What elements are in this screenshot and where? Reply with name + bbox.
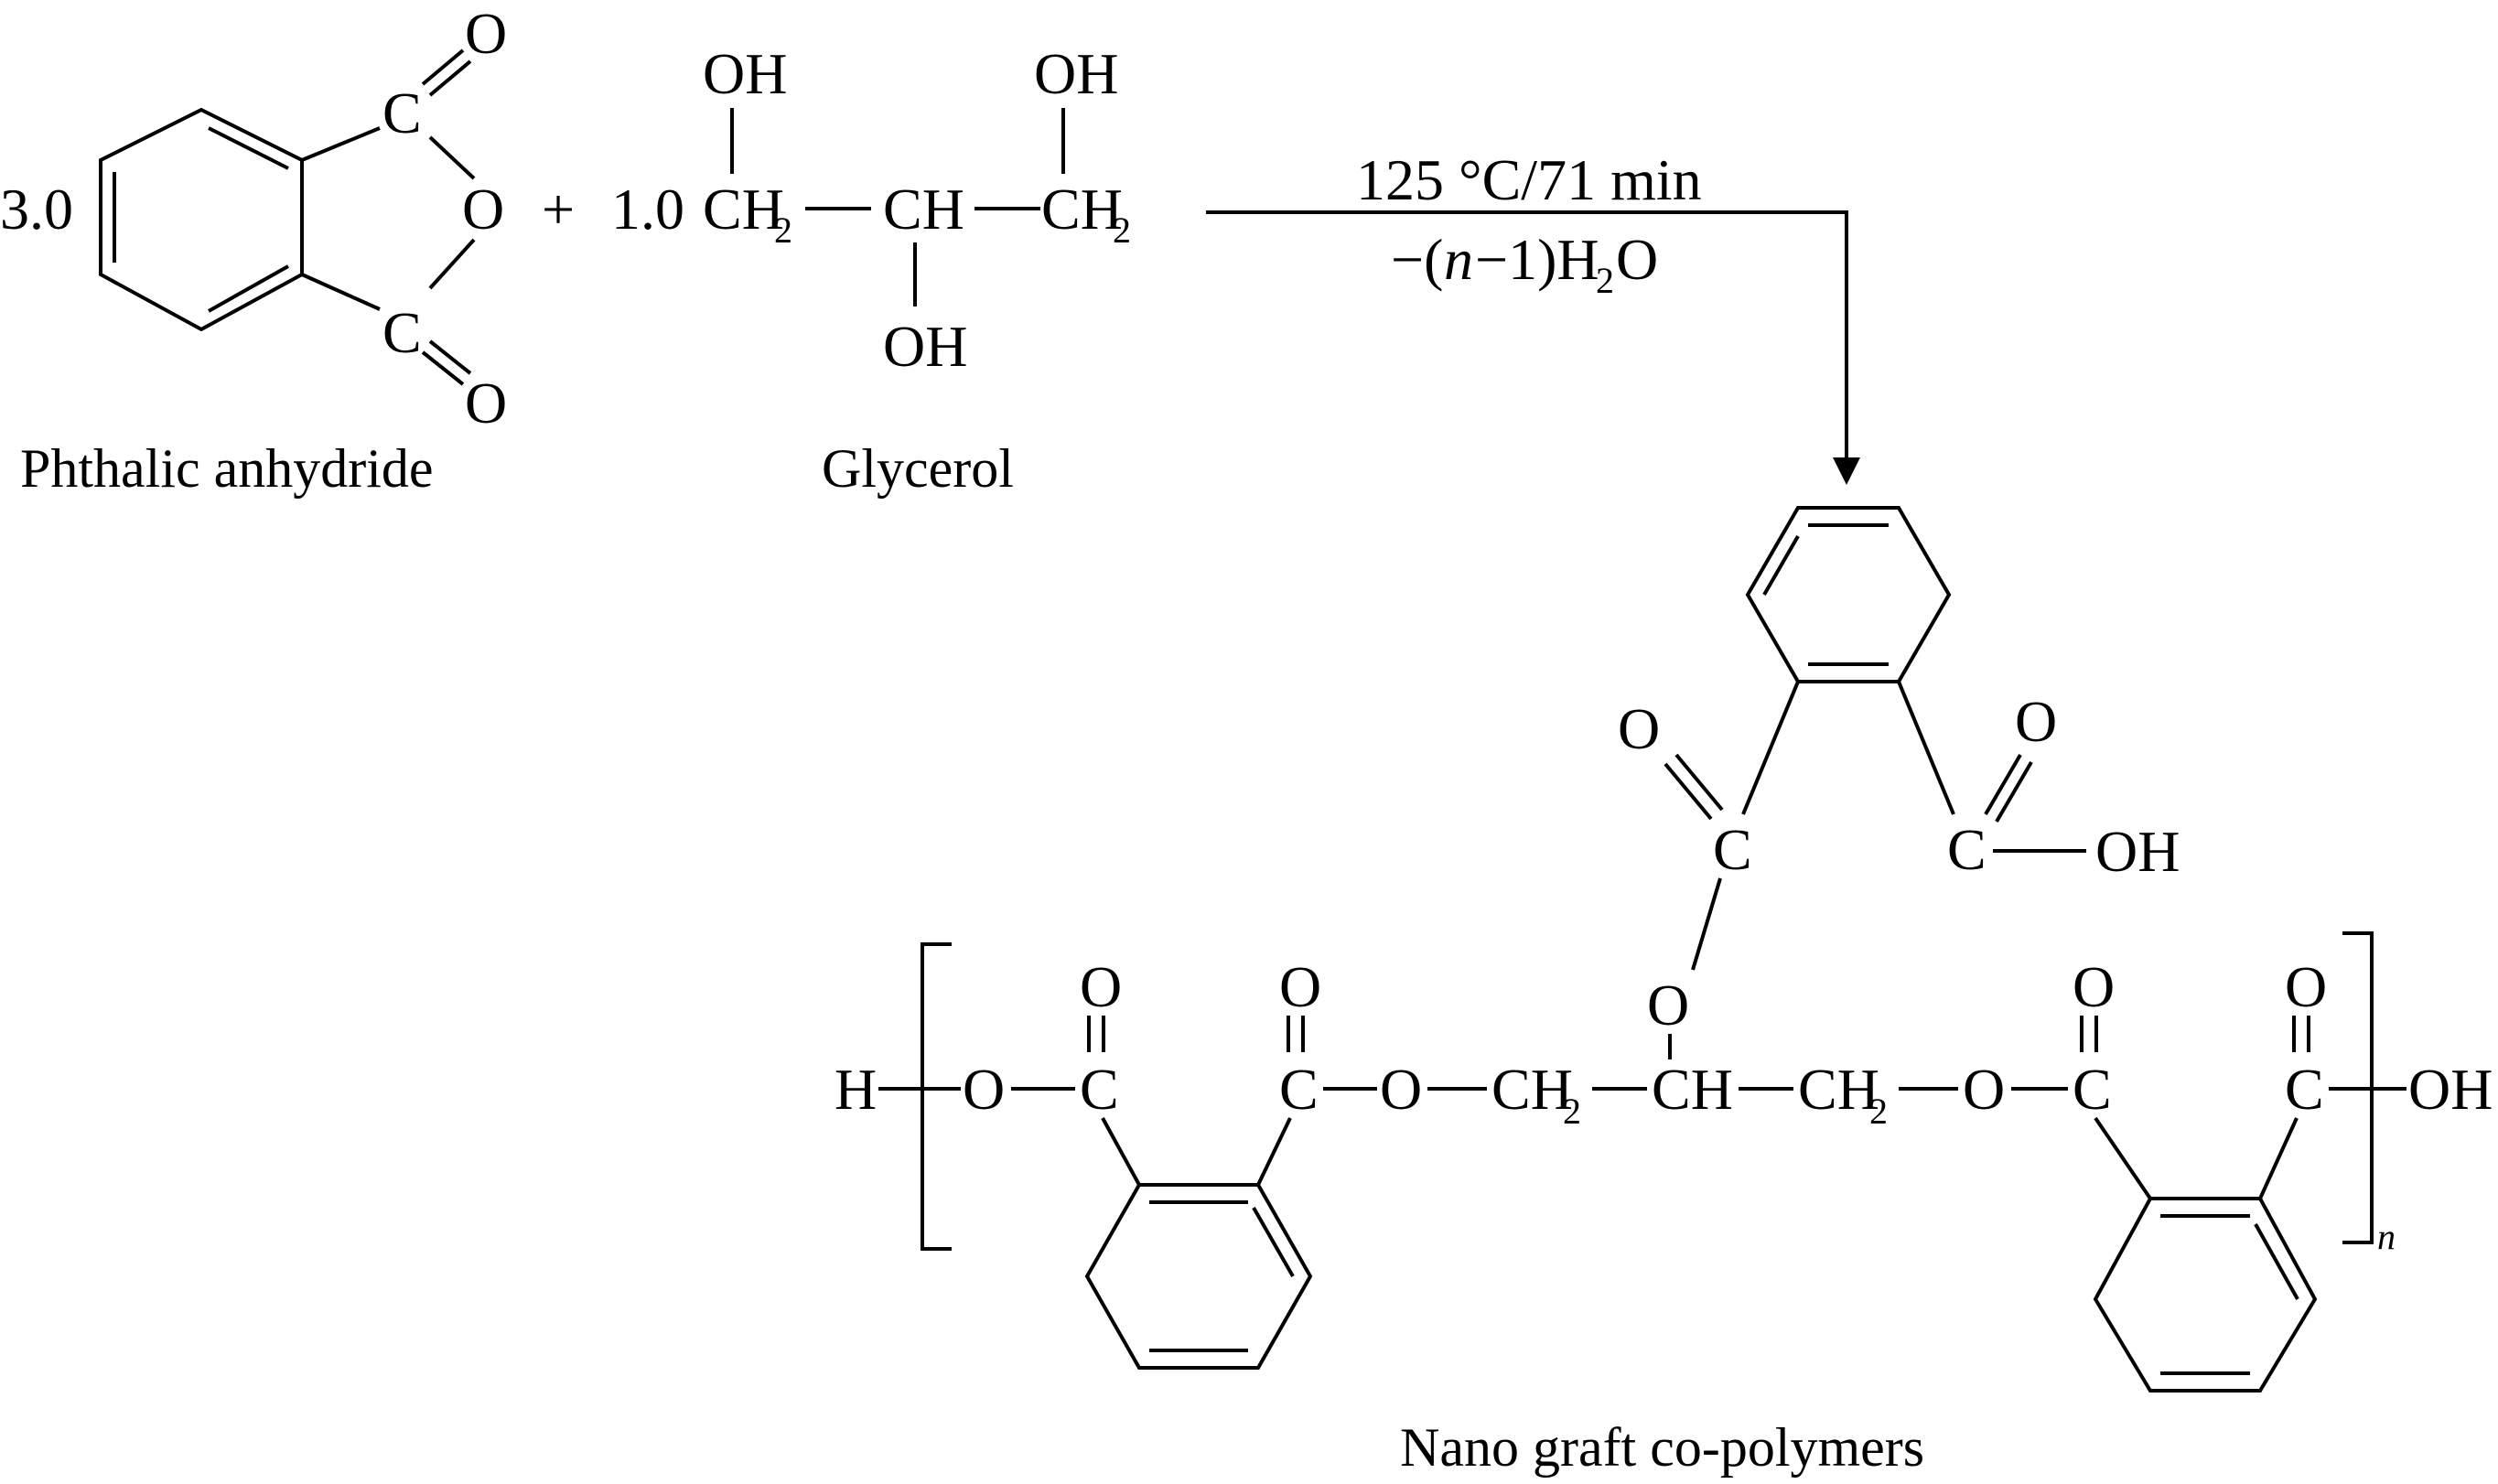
backbone-carbon-4: C — [2285, 1057, 2324, 1122]
glycerol-oh-right: OH — [1034, 41, 1118, 106]
backbone-carbon-2: C — [1279, 1057, 1319, 1122]
water-loss-n: n — [1444, 227, 1473, 292]
water-loss-subscript: 2 — [1596, 260, 1614, 301]
graft-ester-oxygen: O — [1647, 973, 1689, 1038]
phthalic-anhydride: 3.0 C O O C O Phthalic anhydride — [0, 1, 507, 499]
end-group-oh: OH — [2408, 1057, 2493, 1122]
pendant-acid-oxygen: O — [2015, 689, 2057, 754]
reaction-water-loss: −( n −1)H 2 O — [1391, 227, 1658, 301]
backbone-carbon-3: C — [2073, 1057, 2112, 1122]
glycerol-ch-middle: CH — [883, 177, 964, 242]
glycerol-ch2-right-subscript: 2 — [1113, 210, 1131, 251]
backbone-carbonyl-oxygen-1: O — [1080, 954, 1122, 1019]
glycerol-coefficient: 1.0 — [611, 177, 684, 242]
water-loss-prefix: −( — [1391, 227, 1443, 292]
glycerol-ch2-right: CH — [1041, 177, 1123, 242]
backbone-oxygen-1: O — [963, 1057, 1005, 1122]
anhydride-oxygen-top: O — [465, 1, 507, 66]
backbone-carbonyl-oxygen-2: O — [1279, 954, 1321, 1019]
product-structure: C O C O OH O n H O C O C O O CH — [834, 506, 2493, 1478]
reaction-arrow: 125 °C/71 min −( n −1)H 2 O — [1206, 147, 1860, 485]
pendant-carbonyl-carbon: C — [1713, 817, 1752, 882]
water-loss-suffix: O — [1616, 227, 1658, 292]
pendant-benzene-ring — [1745, 506, 1952, 683]
anhydride-oxygen-bottom: O — [465, 371, 507, 436]
glycerol-oh-bottom: OH — [883, 314, 967, 379]
backbone-ch2-1-subscript: 2 — [1563, 1091, 1581, 1132]
phthalic-anhydride-coefficient: 3.0 — [0, 177, 73, 242]
backbone-ch: CH — [1652, 1057, 1733, 1122]
product-label: Nano graft co-polymers — [1400, 1417, 1924, 1478]
phthalic-anhydride-label: Phthalic anhydride — [20, 438, 434, 499]
reaction-temperature-time: 125 °C/71 min — [1356, 147, 1702, 212]
glycerol: 1.0 OH CH 2 CH OH OH CH 2 Glycerol — [611, 41, 1131, 499]
backbone-ch2-2-subscript: 2 — [1869, 1091, 1888, 1132]
backbone-benzene-ring-left — [1084, 1183, 1313, 1370]
water-loss-minus-one: −1)H — [1475, 227, 1599, 292]
anhydride-benzene-ring — [99, 107, 304, 332]
backbone-carbonyl-oxygen-4: O — [2285, 954, 2327, 1019]
anhydride-ring-oxygen: O — [462, 177, 504, 242]
glycerol-ch2-left-subscript: 2 — [774, 210, 792, 251]
glycerol-ch2-left: CH — [703, 177, 784, 242]
repeat-subscript-n: n — [2377, 1216, 2396, 1257]
glycerol-label: Glycerol — [822, 438, 1014, 499]
backbone-oxygen-2: O — [1380, 1057, 1422, 1122]
backbone-benzene-ring-right — [2093, 1197, 2318, 1393]
glycerol-oh-left: OH — [703, 41, 787, 106]
pendant-acid-oh: OH — [2095, 819, 2180, 884]
backbone-oxygen-3: O — [1963, 1057, 2005, 1122]
anhydride-carbon-bottom: C — [382, 300, 422, 365]
backbone-carbonyl-oxygen-3: O — [2073, 954, 2115, 1019]
backbone-ch2-1: CH — [1491, 1057, 1573, 1122]
repeat-bracket-left — [921, 942, 952, 1251]
anhydride-carbon-top: C — [382, 81, 422, 145]
pendant-acid-carbon: C — [1947, 817, 1987, 882]
backbone-carbon-1: C — [1080, 1057, 1119, 1122]
arrow-head — [1833, 457, 1860, 485]
plus-sign: + — [542, 177, 575, 242]
backbone-ch2-2: CH — [1798, 1057, 1879, 1122]
pendant-carbonyl-oxygen: O — [1618, 696, 1660, 761]
end-group-h: H — [834, 1057, 877, 1122]
